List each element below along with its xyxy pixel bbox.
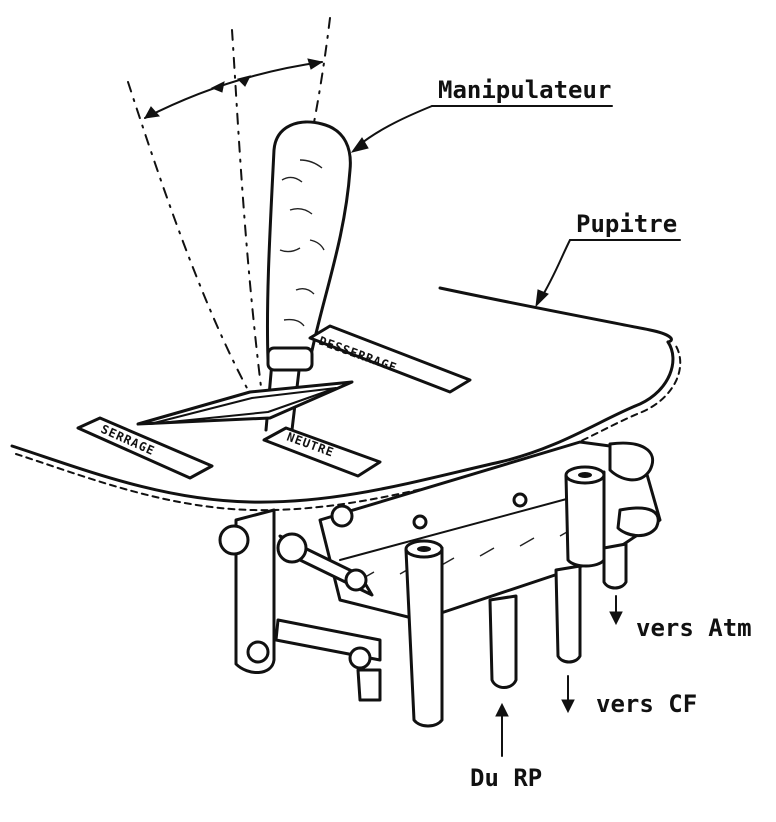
arrow-vers-cf [561, 675, 575, 714]
du-rp-label: Du RP [470, 764, 542, 792]
plate-desserrage: DESSERRAGE [308, 324, 472, 394]
handle-gate [136, 380, 354, 426]
linkage-arm [218, 508, 382, 702]
plate-serrage: SERRAGE [76, 416, 214, 480]
handle-lever [264, 120, 352, 432]
plate-neutre: NEUTRE [262, 426, 382, 478]
pipe-du-rp [488, 594, 518, 689]
pipe-vers-atm [602, 542, 628, 590]
arrow-du-rp [495, 702, 509, 757]
vers-cf-label: vers CF [596, 690, 697, 718]
vers-atm-label: vers Atm [636, 614, 752, 642]
handle-swing-indicator [127, 17, 331, 396]
manipulateur-callout: Manipulateur [350, 76, 613, 153]
pipe-top-right [564, 465, 606, 568]
pipe-left [404, 539, 444, 728]
pupitre-callout: Pupitre [535, 210, 681, 308]
arrow-vers-atm [609, 595, 623, 626]
pupitre-label: Pupitre [576, 210, 677, 238]
manipulateur-label: Manipulateur [438, 76, 611, 104]
pipe-vers-cf [554, 564, 582, 664]
